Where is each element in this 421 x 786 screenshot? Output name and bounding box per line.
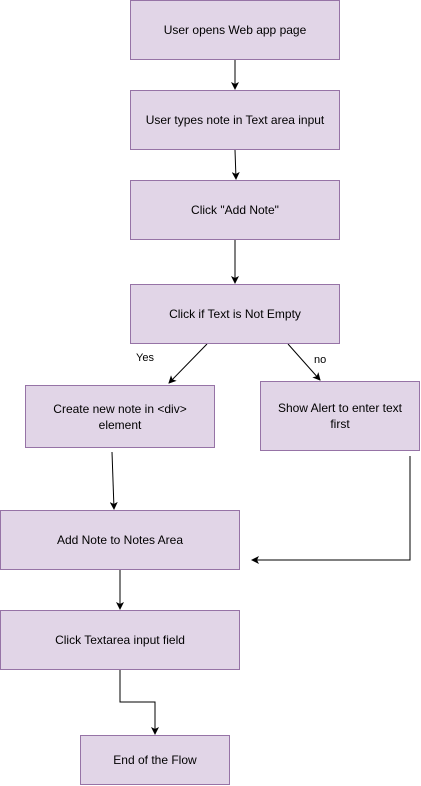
edge-label-yes: Yes <box>136 352 154 364</box>
node-label: Click "Add Note" <box>191 203 279 217</box>
edge-label-no: no <box>314 354 327 366</box>
node-end-of-flow: End of the Flow <box>80 735 230 785</box>
edge-textarea-to-end <box>119 670 159 735</box>
node-label: Add Note to Notes Area <box>56 533 184 547</box>
node-label: Show Alert to enter text first <box>277 401 403 431</box>
edge-check-to-alert-no <box>287 343 321 381</box>
node-label: Create new note in <div> element <box>53 401 187 432</box>
edge-create-to-add-area <box>109 451 118 510</box>
node-add-note-to-area: Add Note to Notes Area <box>0 510 240 570</box>
node-create-new-note: Create new note in <div> element <box>25 385 215 448</box>
node-user-types-note: User types note in Text area input <box>130 90 340 150</box>
node-show-alert: Show Alert to enter text first <box>260 381 420 451</box>
node-click-textarea: Click Textarea input field <box>0 610 240 670</box>
edge-check-to-create-yes <box>168 343 208 384</box>
edge-type-to-click-add <box>231 149 240 180</box>
node-label: Click if Text is Not Empty <box>169 307 301 321</box>
edge-alert-to-add-area <box>251 456 411 564</box>
node-label: User opens Web app page <box>163 23 307 37</box>
node-label: End of the Flow <box>113 753 197 767</box>
node-user-opens-page: User opens Web app page <box>130 0 340 60</box>
node-check-text-not-empty: Click if Text is Not Empty <box>130 284 340 344</box>
node-label: User types note in Text area input <box>145 113 325 127</box>
node-click-add-note: Click "Add Note" <box>130 180 340 240</box>
node-label: Click Textarea input field <box>55 633 185 647</box>
